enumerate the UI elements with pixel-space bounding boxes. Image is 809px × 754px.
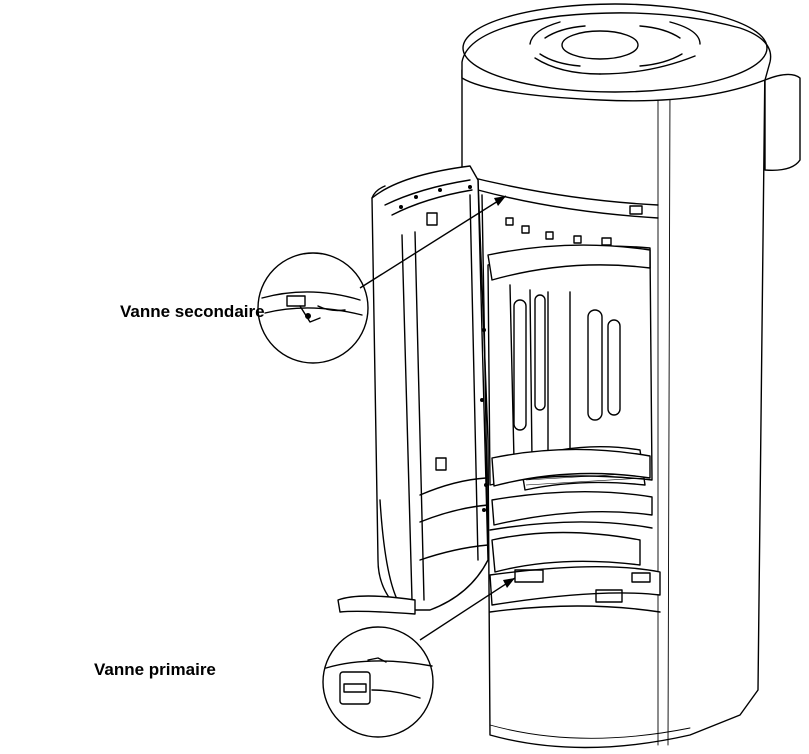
secondary-valve-pointer <box>359 195 507 289</box>
side-handle <box>764 73 801 171</box>
secondary-valve-zoom <box>257 195 507 364</box>
stove-door <box>337 165 489 615</box>
door-fasteners <box>399 185 488 512</box>
stove-upper-band <box>461 174 659 219</box>
secondary-valve-label: Vanne secondaire <box>120 302 265 321</box>
door-handle <box>337 595 416 615</box>
ash-drawer <box>489 521 661 613</box>
primary-valve-label: Vanne primaire <box>94 660 216 679</box>
primary-valve-zoom <box>322 577 516 738</box>
firebox <box>487 244 653 526</box>
stove-top <box>461 3 772 102</box>
stove-body <box>461 59 766 749</box>
primary-valve-pointer <box>419 577 516 641</box>
